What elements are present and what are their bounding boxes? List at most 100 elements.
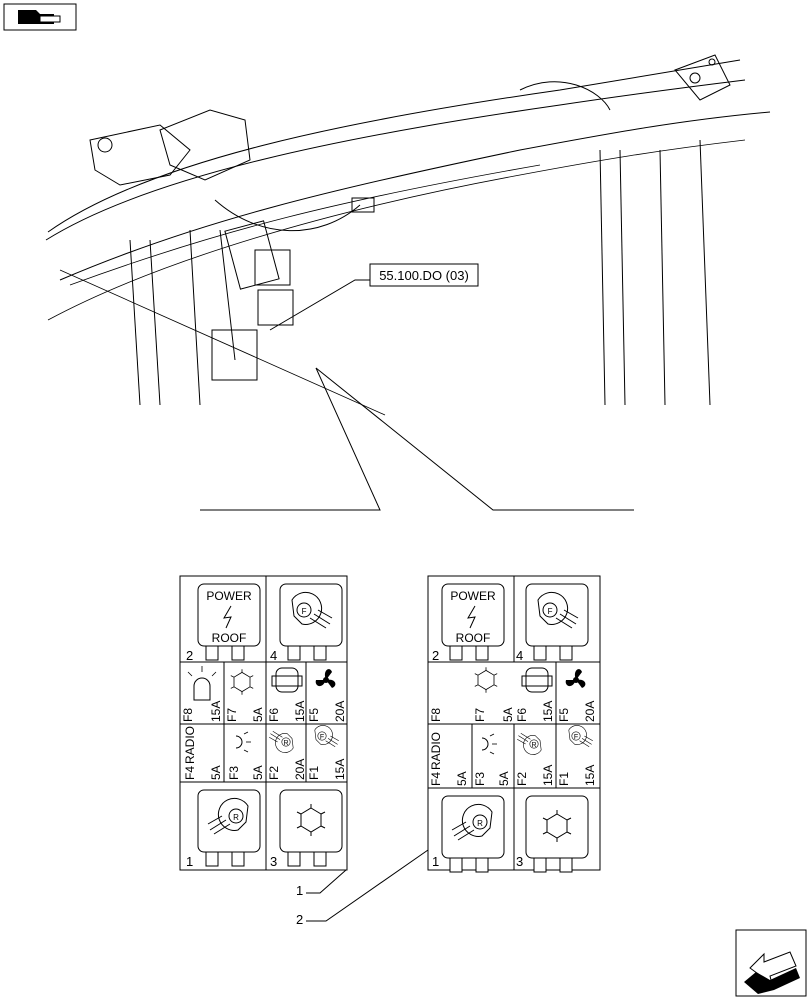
fuse-f1: F F1 15A (307, 725, 347, 780)
fuse-f8: F8 (429, 708, 443, 722)
fuse-f4: F4RADIO 5A (183, 726, 223, 780)
rear-light-icon (268, 730, 294, 753)
svg-text:R: R (283, 740, 288, 747)
lightning-icon (467, 605, 476, 629)
svg-text:F: F (548, 607, 553, 616)
fuse-f2: R F2 15A (515, 732, 555, 786)
fuse-f5: F5 20A (307, 669, 347, 722)
relay-front-light: F (279, 583, 343, 661)
svg-text:R: R (477, 819, 483, 828)
svg-text:3: 3 (270, 854, 277, 869)
svg-text:5A: 5A (501, 707, 515, 722)
svg-text:F3: F3 (227, 766, 241, 780)
fuse-panel-right: POWER ROOF 2 F 4 F8 F7 5A F6 15A (427, 575, 601, 873)
svg-text:F2: F2 (267, 766, 281, 780)
svg-text:F8: F8 (429, 708, 443, 722)
svg-text:4: 4 (270, 648, 277, 663)
fuse-f6: F6 15A (267, 667, 307, 722)
fuse-f3: F3 5A (473, 733, 511, 786)
svg-text:POWER: POWER (450, 589, 496, 603)
front-light-icon: F (537, 591, 579, 629)
relay-front-light: F (525, 583, 589, 661)
fuse-f1: F F1 15A (557, 725, 597, 786)
lightning-icon (223, 605, 232, 629)
front-light-icon (568, 725, 594, 748)
svg-text:R: R (531, 742, 536, 749)
svg-text:5A: 5A (455, 771, 469, 786)
svg-text:3: 3 (516, 854, 523, 869)
heated-seat-icon (275, 667, 299, 693)
svg-text:5A: 5A (209, 765, 223, 780)
fuse-f8: F8 15A (181, 666, 223, 722)
relay-ac (525, 795, 589, 873)
svg-text:5A: 5A (251, 765, 265, 780)
snowflake-icon (474, 666, 498, 694)
interior-light-icon (235, 731, 251, 753)
front-light-icon: F (291, 591, 333, 629)
fan-icon (565, 669, 586, 688)
svg-text:F: F (302, 607, 307, 616)
rear-light-icon (516, 732, 542, 755)
folder-hand-icon[interactable] (3, 3, 77, 31)
relay-power-roof: POWER ROOF (441, 583, 505, 661)
svg-text:POWER: POWER (206, 589, 252, 603)
svg-text:5A: 5A (497, 771, 511, 786)
fan-icon (315, 669, 336, 688)
svg-text:F: F (320, 734, 324, 741)
fuse-f7: F7 5A (473, 666, 515, 722)
svg-text:F1: F1 (307, 766, 321, 780)
relay-number: 2 (186, 648, 193, 663)
relay-ac (279, 789, 343, 867)
fuse-f4: F4RADIO 5A (429, 732, 469, 786)
callout-2[interactable]: 2 (296, 912, 303, 927)
svg-text:15A: 15A (209, 701, 223, 722)
svg-text:F4RADIO: F4RADIO (429, 732, 443, 786)
svg-text:20A: 20A (333, 701, 347, 722)
fuse-f3: F3 5A (227, 731, 265, 780)
svg-text:1: 1 (186, 854, 193, 869)
svg-text:R: R (233, 813, 239, 822)
svg-text:20A: 20A (583, 701, 597, 722)
svg-text:F6: F6 (267, 708, 281, 722)
svg-text:F: F (574, 734, 578, 741)
fuse-f7: F7 5A (225, 668, 265, 722)
svg-text:1: 1 (432, 854, 439, 869)
svg-text:4: 4 (516, 648, 523, 663)
relay-rear-light: R (197, 789, 261, 867)
fuse-panel-left: POWER ROOF 2 F 4 F8 15A F7 5A (179, 575, 348, 871)
beacon-icon (193, 677, 211, 701)
svg-text:F4RADIO: F4RADIO (183, 726, 197, 780)
callout-1[interactable]: 1 (296, 883, 303, 898)
svg-text:F2: F2 (515, 772, 529, 786)
svg-text:5A: 5A (251, 707, 265, 722)
svg-text:20A: 20A (293, 759, 307, 780)
heated-seat-icon (525, 667, 549, 693)
relay-power-roof: POWER ROOF (197, 583, 261, 661)
interior-light-icon (481, 733, 497, 755)
leader-right (315, 367, 634, 511)
svg-text:15A: 15A (541, 765, 555, 786)
svg-text:F6: F6 (515, 708, 529, 722)
svg-text:15A: 15A (293, 701, 307, 722)
cab-harness-illustration (45, 54, 771, 416)
svg-text:F1: F1 (557, 772, 571, 786)
svg-text:F8: F8 (181, 708, 195, 722)
next-page-arrow-icon[interactable] (735, 929, 807, 997)
svg-text:F5: F5 (557, 708, 571, 722)
fuse-f2: R F2 20A (267, 730, 307, 780)
svg-text:F3: F3 (473, 772, 487, 786)
reference-label-box (369, 263, 479, 287)
svg-text:15A: 15A (333, 759, 347, 780)
svg-text:15A: 15A (583, 765, 597, 786)
svg-text:F5: F5 (307, 708, 321, 722)
leader-left (200, 367, 381, 511)
svg-text:ROOF: ROOF (212, 631, 247, 645)
front-light-icon (314, 725, 340, 748)
svg-text:15A: 15A (541, 701, 555, 722)
reference-label[interactable]: 55.100.DO (03) (379, 268, 469, 283)
svg-text:F7: F7 (473, 708, 487, 722)
relay-rear-light: R (441, 795, 505, 873)
fuse-f6: F6 15A (515, 667, 555, 722)
svg-text:2: 2 (432, 648, 439, 663)
